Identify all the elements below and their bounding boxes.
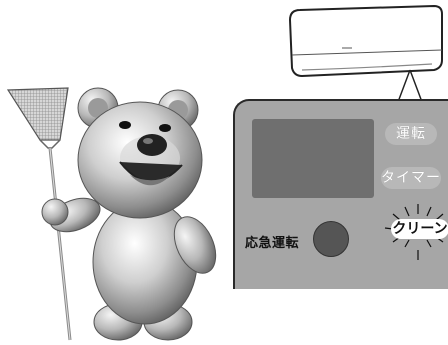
clean-lamp-label: クリーン bbox=[391, 219, 448, 239]
air-conditioner-icon bbox=[282, 0, 448, 105]
emergency-run-button[interactable] bbox=[313, 221, 349, 257]
bear-mascot bbox=[42, 88, 224, 340]
control-panel: 運転 タイマー 応急運転 bbox=[233, 99, 448, 289]
clean-lamp: クリーン bbox=[383, 202, 448, 262]
timer-lamp: タイマー bbox=[381, 167, 441, 189]
display-window bbox=[252, 119, 374, 198]
emergency-run-label: 応急運転 bbox=[245, 232, 299, 251]
run-lamp: 運転 bbox=[385, 123, 437, 145]
